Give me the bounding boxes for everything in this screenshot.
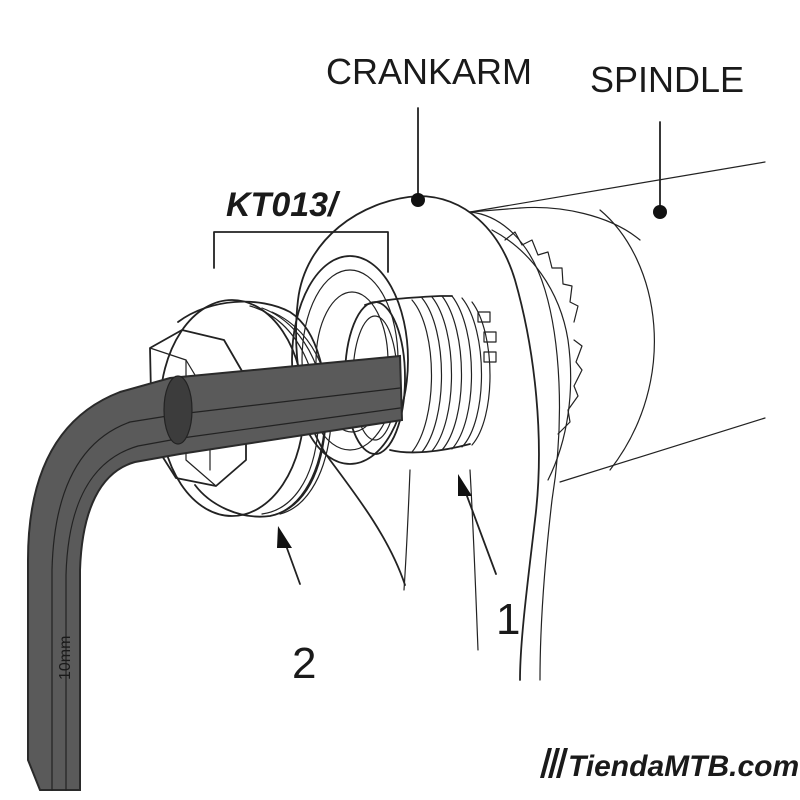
callouts <box>213 107 667 585</box>
spindle <box>469 161 766 483</box>
hex-key-shaft <box>27 354 404 791</box>
part-2-arrow-head <box>277 526 292 548</box>
wrench-size-label: 10mm <box>57 636 74 680</box>
spindle-leader-dot <box>653 205 667 219</box>
part-1-arrow-head <box>458 474 472 496</box>
watermark-text: TiendaMTB.com <box>568 750 799 783</box>
crankarm-label: CRANKARM <box>326 51 532 92</box>
crankarm-leader-dot <box>411 193 425 207</box>
tool-code-label: KT013/ <box>226 186 341 224</box>
part-1-label: 1 <box>496 595 520 644</box>
part-1-threaded-bolt <box>344 295 497 455</box>
part-2-label: 2 <box>292 639 316 688</box>
tool-bracket <box>213 231 389 273</box>
spindle-label: SPINDLE <box>590 59 744 100</box>
hex-key-wrench: 10mm <box>27 354 404 791</box>
part-1-arrow-line <box>463 487 497 575</box>
watermark: TiendaMTB.com <box>540 748 799 783</box>
crankarm <box>291 195 583 681</box>
watermark-stripes-icon <box>540 748 568 778</box>
